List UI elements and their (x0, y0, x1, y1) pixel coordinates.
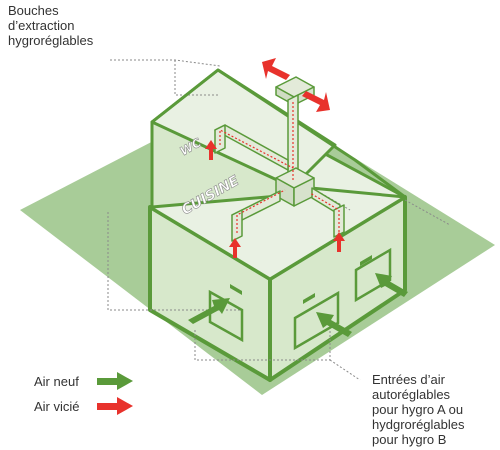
stale-air-arrow-cuisine-left (229, 238, 241, 258)
legend-label-fresh-air: Air neuf (34, 374, 79, 389)
legend-stale-air-arrow (97, 397, 133, 415)
label-inlets-line-4: hydgroréglables (372, 417, 465, 432)
label-extraction-line-1: Bouches (8, 3, 59, 18)
legend-fresh-air-arrow (97, 372, 133, 390)
roof-outline (151, 68, 406, 199)
label-inlets-line-3: pour hygro A ou (372, 402, 464, 417)
label-inlets-line-5: pour hygro B (372, 432, 447, 447)
label-air-inlets: Entrées d’air autoréglables pour hygro A… (372, 372, 465, 447)
stale-air-arrow-wc (205, 140, 217, 160)
air-inlet-slots (230, 255, 372, 304)
fresh-air-arrow-middle (316, 312, 352, 337)
fresh-air-arrow-left (188, 298, 230, 324)
label-inlets-line-2: autoréglables (372, 387, 451, 402)
fresh-air-arrows (188, 273, 408, 337)
stale-air-arrow-cuisine-right (333, 232, 345, 252)
label-extraction-vents: Bouches d’extraction hygroréglables (8, 3, 93, 48)
label-extraction-line-3: hygroréglables (8, 33, 94, 48)
stale-air-arrows (205, 58, 345, 258)
label-extraction-line-2: d’extraction (8, 18, 75, 33)
duct-flow-lines (219, 100, 340, 233)
stale-air-exhaust-right (302, 91, 330, 112)
label-inlets-line-1: Entrées d’air (372, 372, 445, 387)
stale-air-exhaust-left (262, 58, 290, 80)
legend-label-stale-air: Air vicié (34, 399, 80, 414)
fresh-air-arrow-right (375, 273, 408, 297)
